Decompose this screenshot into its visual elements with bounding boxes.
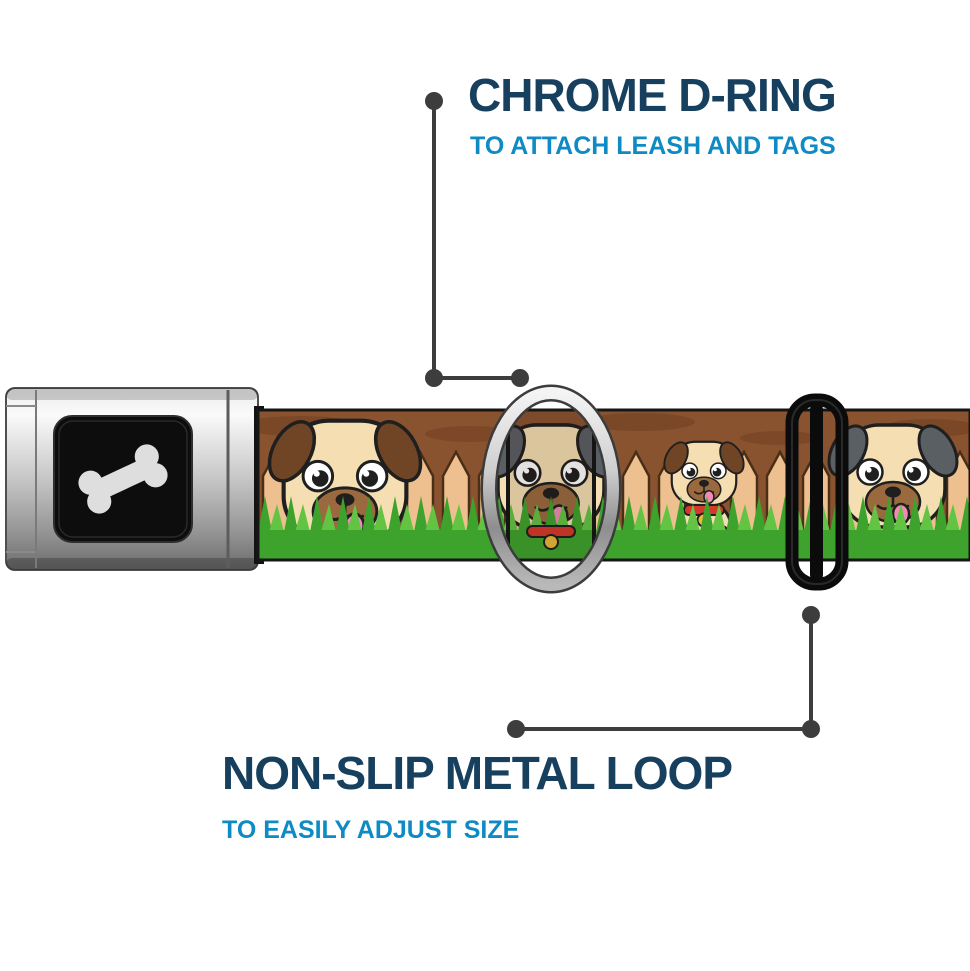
callout-dot — [507, 720, 525, 738]
chrome-d-ring — [480, 384, 622, 594]
callout-line — [432, 101, 436, 378]
d-ring-subtitle: TO ATTACH LEASH AND TAGS — [470, 132, 836, 160]
callout-line — [434, 376, 520, 380]
callout-dot — [511, 369, 529, 387]
d-ring-title: CHROME D-RING — [468, 69, 837, 121]
metal-loop-subtitle: TO EASILY ADJUST SIZE — [222, 816, 520, 844]
metal-loop-title: NON-SLIP METAL LOOP — [222, 747, 733, 799]
dog-bone-icon — [78, 444, 168, 514]
callout-line — [516, 727, 811, 731]
callout-line — [809, 615, 813, 731]
callout-dot — [802, 720, 820, 738]
collar-graphic — [5, 384, 970, 594]
metal-loop-slider — [785, 393, 849, 591]
seatbelt-buckle — [5, 387, 259, 571]
